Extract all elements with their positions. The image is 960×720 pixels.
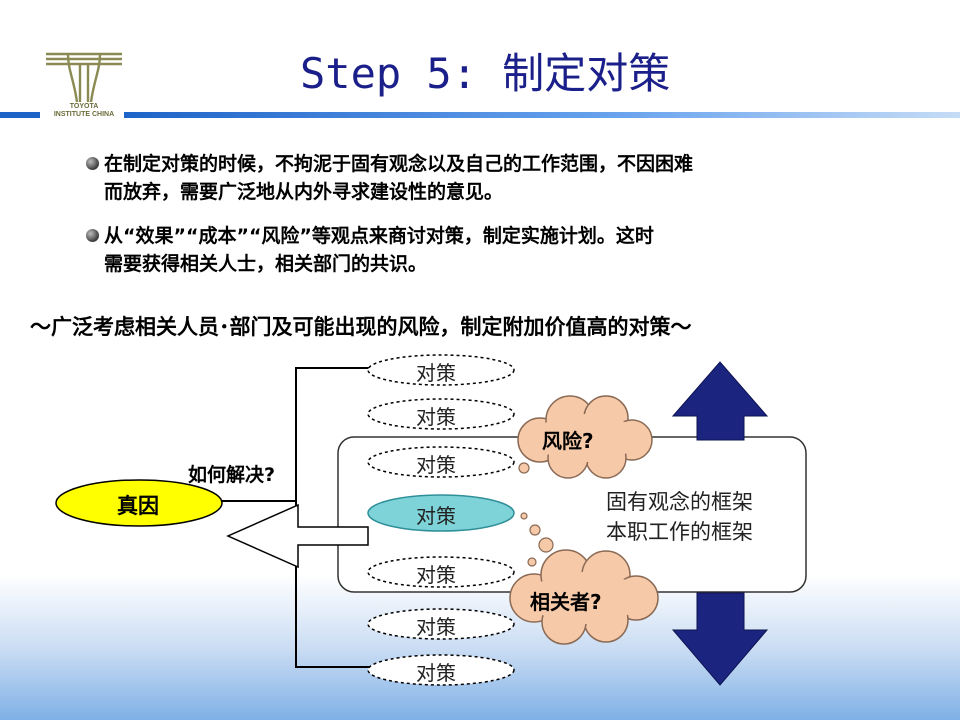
thought-bubble: [518, 462, 530, 474]
thought-bubble: [520, 512, 528, 520]
measure-ellipse-5: [367, 556, 515, 588]
measure-label-6: 对策: [416, 615, 456, 639]
frame-label-2: 本职工作的框架: [606, 520, 753, 544]
question-label: 如何解决?: [188, 464, 276, 486]
title-underline-left: [0, 112, 40, 118]
measure-label-1: 对策: [416, 361, 456, 385]
root-cause-label: 真因: [117, 494, 159, 518]
bullet-2: 从“效果”“成本”“风险”等观点来商讨对策，制定实施计划。这时 需要获得相关人士…: [86, 222, 866, 278]
measure-ellipse-selected: [367, 494, 515, 532]
bullet-dot-icon: [86, 157, 99, 170]
cloud-risk-label: 风险?: [542, 429, 594, 453]
measure-label-3: 对策: [416, 453, 456, 477]
thought-bubble: [527, 557, 537, 567]
thought-bubble: [529, 524, 541, 536]
measure-ellipse-2: [367, 398, 515, 430]
cloud-stakeholders-label: 相关者?: [530, 590, 602, 614]
bullet-1: 在制定对策的时候，不拘泥于固有观念以及自己的工作范围，不因困难 而放弃，需要广泛…: [86, 150, 866, 206]
cloud-stakeholders: [509, 549, 659, 645]
bullet-dot-icon: [86, 229, 99, 242]
logo-text: TOYOTA INSTITUTE CHINA: [53, 103, 115, 118]
title-underline: [124, 112, 960, 118]
measure-label-2: 对策: [416, 405, 456, 429]
measure-label-5: 对策: [416, 563, 456, 587]
up-arrow-icon: [671, 361, 769, 441]
cloud-risk: [517, 395, 653, 479]
measure-label-selected: 对策: [416, 504, 456, 528]
frame-label-1: 固有观念的框架: [606, 490, 753, 514]
measure-label-7: 对策: [416, 661, 456, 685]
diagram-subtitle: ～广泛考虑相关人员･部门及可能出现的风险，制定附加价值高的对策～: [30, 315, 692, 339]
measure-ellipse-6: [367, 608, 515, 640]
page-title: Step 5: 制定对策: [300, 49, 671, 98]
hollow-arrow-icon: [226, 503, 369, 569]
toyota-institute-logo: [46, 52, 122, 103]
measure-ellipse-1: [367, 354, 515, 386]
down-arrow-icon: [671, 592, 769, 686]
root-cause-ellipse: [55, 479, 223, 527]
measure-ellipse-7: [367, 654, 515, 686]
thought-bubble: [538, 537, 554, 553]
measure-ellipse-3: [367, 446, 515, 478]
